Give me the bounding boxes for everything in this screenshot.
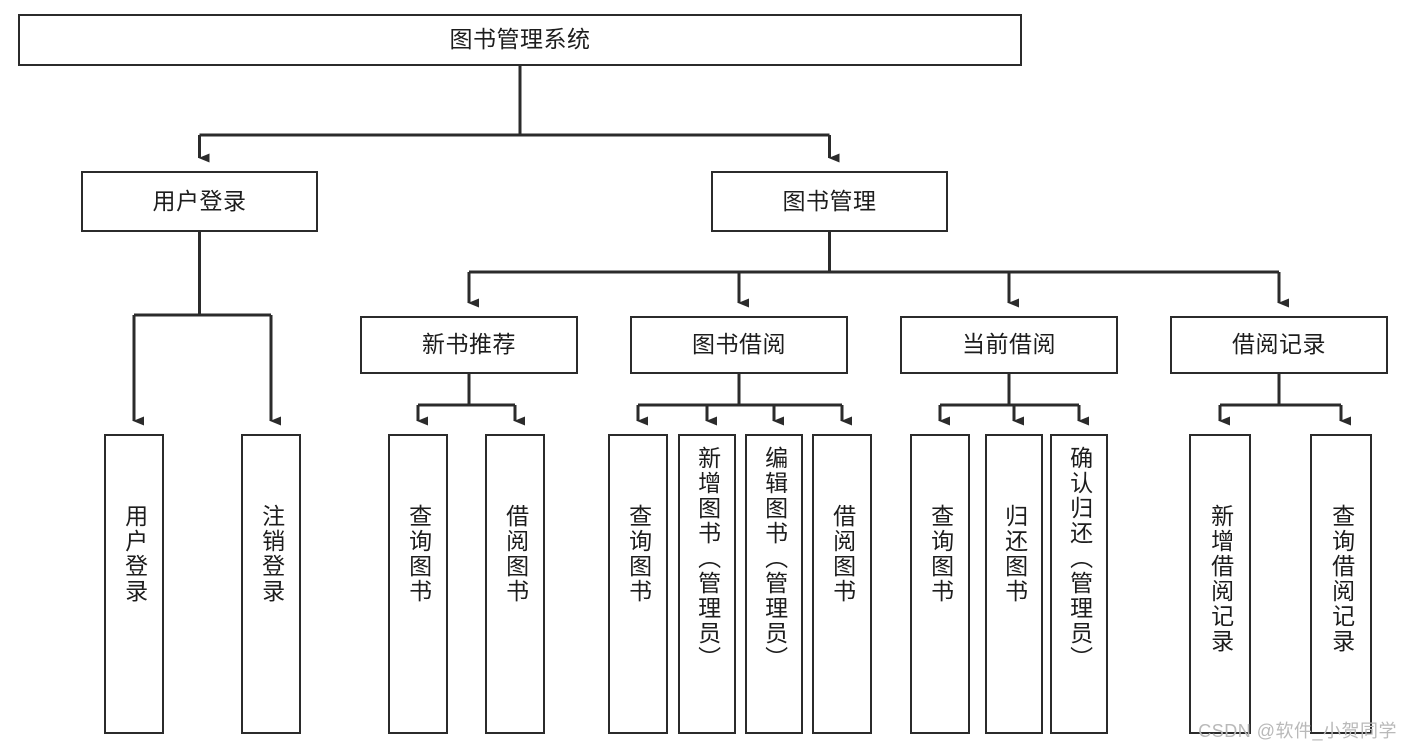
watermark: CSDN @软件_小贺同学: [1198, 721, 1397, 741]
node-leaf-query-books-current[interactable]: 查询图书: [910, 434, 970, 734]
node-leaf-confirm-return-admin[interactable]: 确认归还（管理员）: [1050, 434, 1108, 734]
node-label: 用户登录: [121, 504, 148, 604]
node-label: 借阅图书: [502, 504, 529, 604]
node-label: 查询图书: [405, 504, 432, 604]
node-book-borrow[interactable]: 图书借阅: [630, 316, 848, 374]
node-leaf-user-login[interactable]: 用户登录: [104, 434, 164, 734]
node-leaf-borrow-books-rec[interactable]: 借阅图书: [485, 434, 545, 734]
node-leaf-query-books-rec[interactable]: 查询图书: [388, 434, 448, 734]
node-leaf-return-books[interactable]: 归还图书: [985, 434, 1043, 734]
node-book-management[interactable]: 图书管理: [711, 171, 948, 232]
node-leaf-edit-book-admin[interactable]: 编辑图书（管理员）: [745, 434, 803, 734]
node-label: 新书推荐: [422, 331, 516, 358]
node-current-borrow[interactable]: 当前借阅: [900, 316, 1118, 374]
node-label: 注销登录: [258, 504, 285, 604]
node-leaf-logout[interactable]: 注销登录: [241, 434, 301, 734]
node-label: 图书借阅: [692, 331, 786, 358]
node-label: 查询图书: [625, 504, 652, 604]
node-label: 用户登录: [152, 187, 247, 214]
node-leaf-query-borrow-record[interactable]: 查询借阅记录: [1310, 434, 1372, 734]
node-label: 图书管理: [782, 187, 877, 214]
node-leaf-query-books-borrow[interactable]: 查询图书: [608, 434, 668, 734]
node-leaf-add-book-admin[interactable]: 新增图书（管理员）: [678, 434, 736, 734]
node-leaf-add-borrow-record[interactable]: 新增借阅记录: [1189, 434, 1251, 734]
node-borrow-records[interactable]: 借阅记录: [1170, 316, 1388, 374]
node-label: 归还图书: [1001, 504, 1028, 604]
node-label: 新增借阅记录: [1207, 504, 1234, 654]
node-label: 查询借阅记录: [1328, 504, 1355, 654]
node-label: 新增图书（管理员）: [694, 446, 721, 671]
node-label: 当前借阅: [962, 331, 1056, 358]
node-user-login[interactable]: 用户登录: [81, 171, 318, 232]
node-leaf-borrow-books[interactable]: 借阅图书: [812, 434, 872, 734]
node-label: 借阅记录: [1232, 331, 1326, 358]
node-label: 查询图书: [927, 504, 954, 604]
node-label: 借阅图书: [829, 504, 856, 604]
node-label: 确认归还（管理员）: [1066, 446, 1093, 671]
node-label: 图书管理系统: [449, 26, 591, 53]
node-root-system[interactable]: 图书管理系统: [18, 14, 1022, 66]
node-label: 编辑图书（管理员）: [761, 446, 788, 671]
node-new-book-recommend[interactable]: 新书推荐: [360, 316, 578, 374]
